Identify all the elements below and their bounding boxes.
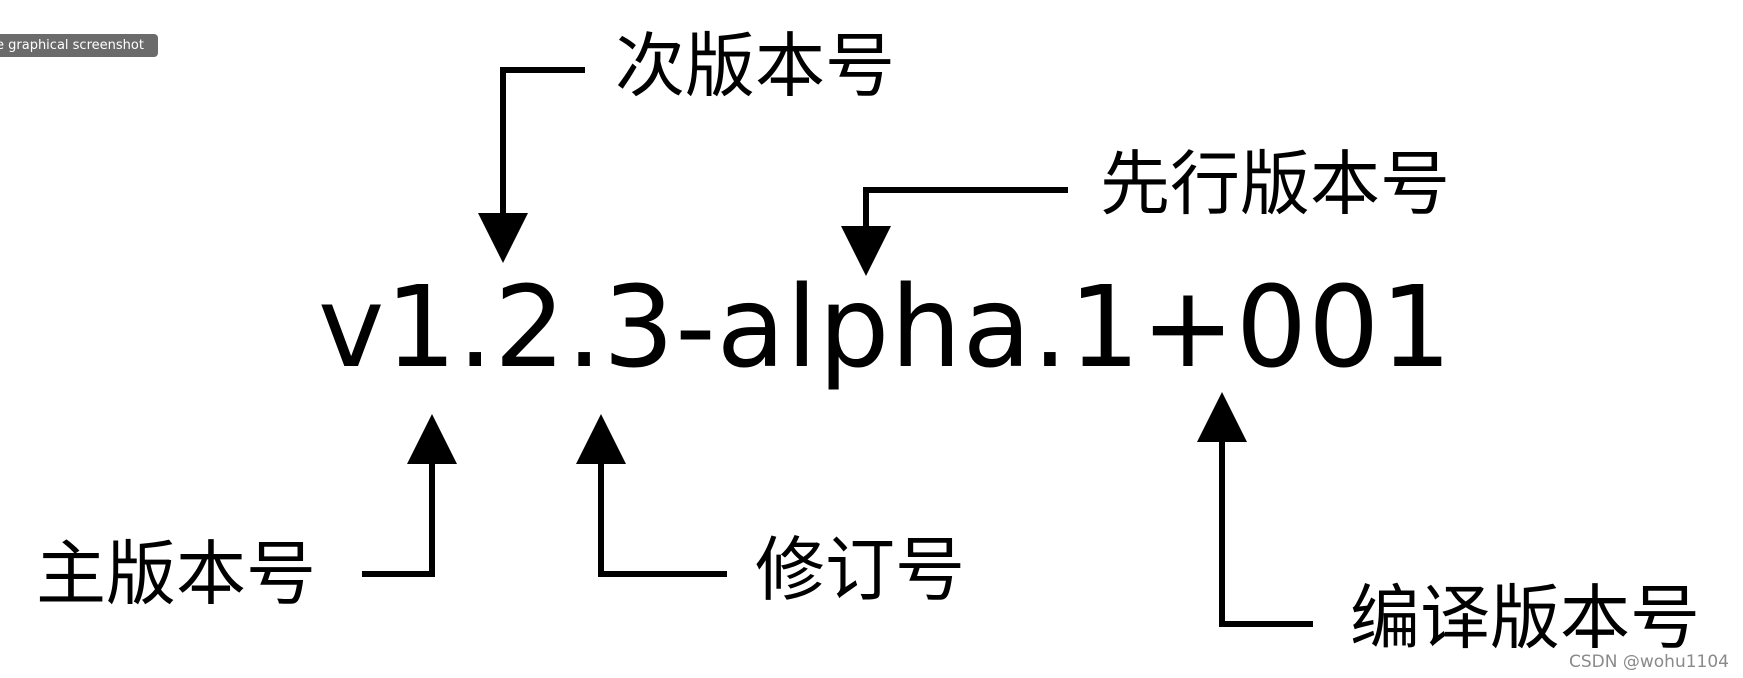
patch-version-label: 修订号 xyxy=(755,529,965,611)
patch-arrow xyxy=(598,462,727,577)
major-arrow xyxy=(362,462,435,577)
watermark: CSDN @wohu1104 xyxy=(1569,652,1729,672)
minor-arrowhead xyxy=(478,213,528,263)
version-string: v1.2.3-alpha.1+001 xyxy=(318,263,1453,393)
tooltip-text: e graphical screenshot xyxy=(0,38,144,53)
build-version-label: 编译版本号 xyxy=(1350,577,1700,659)
minor-arrow xyxy=(500,67,585,215)
minor-version-label: 次版本号 xyxy=(615,25,895,107)
prerelease-arrow xyxy=(863,187,1068,228)
prerelease-version-label: 先行版本号 xyxy=(1100,143,1450,225)
major-version-label: 主版本号 xyxy=(36,533,316,615)
tooltip: e graphical screenshot xyxy=(0,34,158,57)
prerelease-arrowhead xyxy=(841,226,891,276)
patch-arrowhead xyxy=(576,414,626,464)
build-arrowhead xyxy=(1197,392,1247,442)
major-arrowhead xyxy=(407,414,457,464)
build-arrow xyxy=(1219,440,1313,627)
